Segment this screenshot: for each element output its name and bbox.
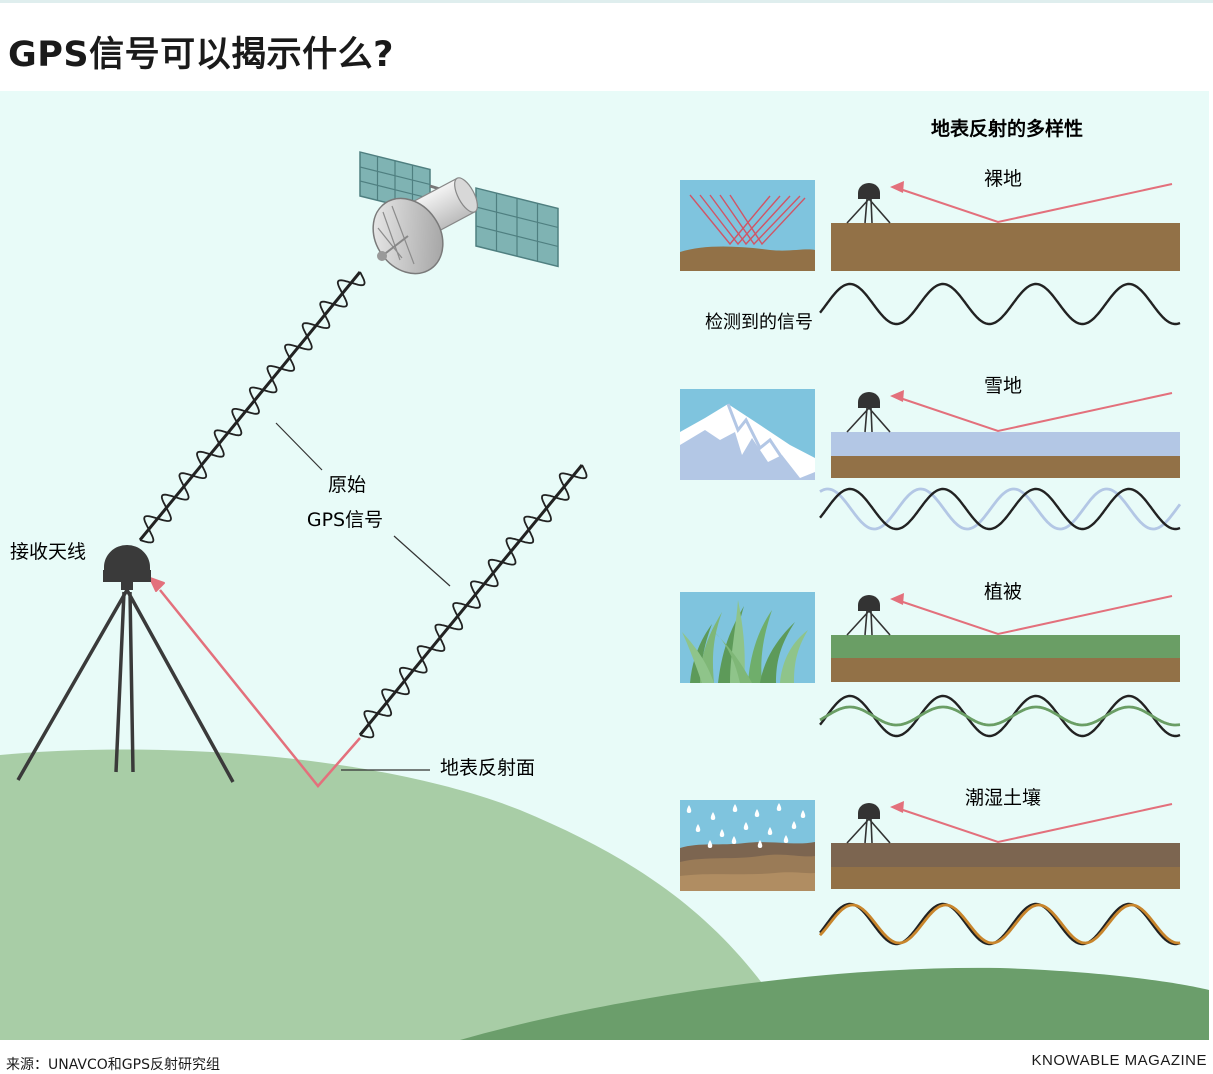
ground-layer [831, 658, 1180, 682]
ground-layer [831, 843, 1180, 867]
ground-layer [831, 456, 1180, 478]
grass-thumbnail [680, 592, 815, 683]
signal-wave [819, 705, 1181, 727]
top-rule [0, 0, 1213, 3]
raindrop-icon [732, 804, 738, 812]
raindrop-icon [719, 829, 725, 837]
raindrop-icon [757, 840, 763, 848]
surface-type-label: 潮湿土壤 [965, 787, 1041, 809]
mini-receiver-icon [846, 595, 891, 636]
surface-type-label: 植被 [984, 581, 1022, 603]
panel-heading: 地表反射的多样性 [931, 117, 1083, 140]
wet-soil-thumbnail [680, 800, 815, 891]
reflection-row: 植被 [819, 581, 1181, 738]
raindrop-icon [743, 822, 749, 830]
mini-receiver-icon [846, 183, 891, 224]
reflection-row: 裸地 [819, 168, 1181, 326]
raindrop-icon [710, 812, 716, 820]
signal-wave [818, 903, 1181, 945]
reflection-ray [890, 390, 1173, 433]
raindrop-icon [707, 840, 713, 848]
ground-layer [831, 432, 1180, 456]
raindrop-icon [783, 835, 789, 843]
hill-dark [460, 967, 1209, 1040]
signal-satellite-to-antenna [138, 271, 366, 544]
raindrop-icon [767, 827, 773, 835]
detected-signal-label: 检测到的信号 [705, 312, 813, 333]
raindrop-icon [695, 824, 701, 832]
original-label-line2: GPS信号 [307, 509, 383, 531]
reflection-ray [890, 593, 1173, 636]
signal-wave [819, 487, 1182, 531]
mini-receiver-icon [846, 392, 891, 433]
surface-label: 地表反射面 [440, 757, 535, 779]
brand-label: KNOWABLE MAGAZINE [1031, 1052, 1207, 1069]
antenna-label: 接收天线 [10, 541, 86, 563]
signal-wave [819, 694, 1181, 738]
raindrop-icon [800, 810, 806, 818]
ground-layer [831, 635, 1180, 658]
surface-type-label: 雪地 [984, 375, 1022, 397]
reflection-row: 潮湿土壤 [818, 787, 1181, 946]
signal-wave [819, 487, 1181, 531]
main-reflection-ray [149, 577, 361, 788]
raindrop-icon [776, 803, 782, 811]
page-title: GPS信号可以揭示什么? [8, 35, 394, 75]
original-label-line1: 原始 [328, 474, 366, 496]
raindrop-icon [731, 836, 737, 844]
source-credit: 来源：UNAVCO和GPS反射研究组 [6, 1057, 220, 1073]
leader-lines [275, 422, 451, 771]
ground-layer [831, 223, 1180, 271]
signal-wave [819, 282, 1181, 326]
satellite-icon [359, 151, 559, 275]
bare-soil-thumbnail [680, 180, 815, 271]
reflection-row: 雪地 [819, 375, 1182, 531]
raindrop-icon [686, 805, 692, 813]
original-gps-signals [138, 271, 588, 739]
signal-satellite-to-surface [358, 464, 588, 739]
receiver-antenna-icon [16, 545, 235, 783]
raindrop-icon [791, 821, 797, 829]
surface-type-label: 裸地 [984, 168, 1022, 190]
reflection-ray [890, 181, 1173, 224]
ground-layer [831, 867, 1180, 889]
mini-receiver-icon [846, 803, 891, 844]
reflection-ray [890, 801, 1173, 844]
hill-light [0, 749, 800, 1040]
raindrop-icon [754, 809, 760, 817]
snow-mountain-thumbnail [680, 389, 815, 480]
